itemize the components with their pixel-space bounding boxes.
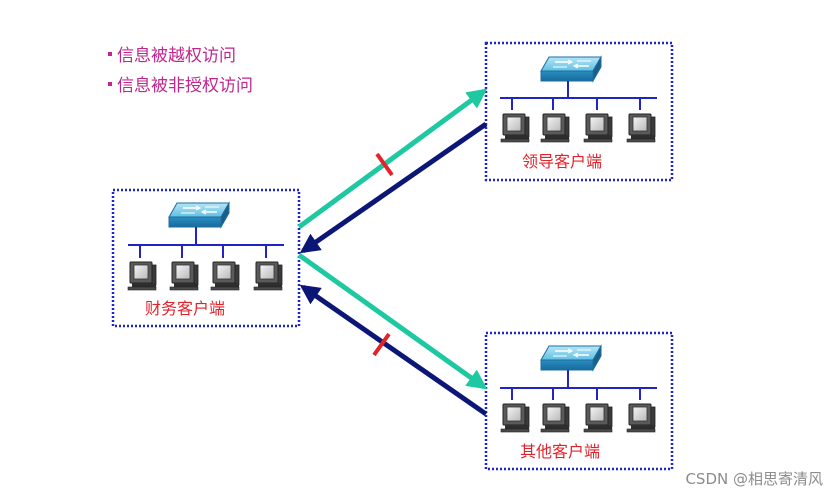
blocked-mark-bottom [372,332,391,357]
computer-icon [500,113,530,143]
bullet-list: 信息被越权访问 信息被非授权访问 [108,44,253,104]
switch-icon [540,56,602,82]
computer-icon [169,261,199,291]
switch-icon [540,345,602,371]
computer-icon [626,403,656,433]
computer-icon [583,403,613,433]
bullet-text: 信息被非授权访问 [117,76,253,96]
arrow-leader-to-finance [299,121,488,254]
arrow-finance-to-other [297,252,488,390]
leader-network [500,56,657,143]
leader-group-label: 领导客户端 [522,152,602,171]
bullet-item-unauthorized: 信息被非授权访问 [108,74,253,104]
bullet-item-overreach: 信息被越权访问 [108,44,253,74]
computer-icon [540,113,570,143]
finance-network [127,202,284,291]
other-group-label: 其他客户端 [520,442,600,461]
bullet-dot [108,52,112,56]
computer-icon [210,261,240,291]
other-network [500,345,657,433]
computer-icon [540,403,570,433]
arrow-other-to-finance [299,284,488,417]
computer-icon [626,113,656,143]
computer-icon [127,261,157,291]
leader-group-box [484,41,674,182]
computer-icon [253,261,283,291]
other-group-box [484,331,674,471]
computer-icon [583,113,613,143]
finance-group-label: 财务客户端 [145,299,225,318]
bullet-text: 信息被越权访问 [117,46,236,66]
watermark: CSDN @相思寄清风 [685,470,823,488]
bullet-dot [108,82,112,86]
blocked-mark-top [375,152,394,177]
arrow-finance-to-leader [297,88,488,230]
computer-icon [500,403,530,433]
switch-icon [168,202,230,228]
